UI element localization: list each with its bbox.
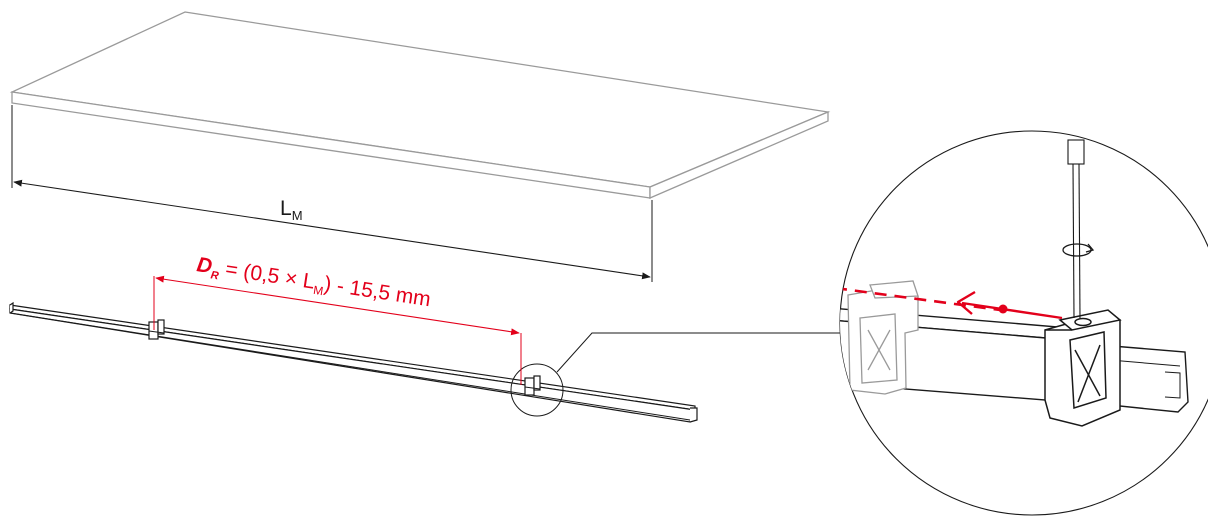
dimension-line-dr <box>155 275 520 336</box>
detail-view <box>839 130 1208 516</box>
rail <box>9 301 698 423</box>
rotation-arrow-icon <box>1062 243 1095 257</box>
formula-label: DR = (0,5 × LM) - 15,5 mm <box>195 253 432 314</box>
red-dashed-axis <box>840 286 1001 312</box>
length-dimension: LM <box>11 105 653 282</box>
length-label: LM <box>280 197 303 223</box>
panel <box>9 11 831 199</box>
dimension-line-lm <box>13 179 651 280</box>
rail-end-profile <box>689 407 698 423</box>
clip-right <box>524 375 541 396</box>
arrow-left-icon <box>956 290 1063 320</box>
zoom-clip-ghost <box>847 280 919 395</box>
detail-marker-circle <box>510 363 564 417</box>
zoom-clip <box>1044 309 1122 427</box>
screwdriver <box>1067 139 1085 319</box>
